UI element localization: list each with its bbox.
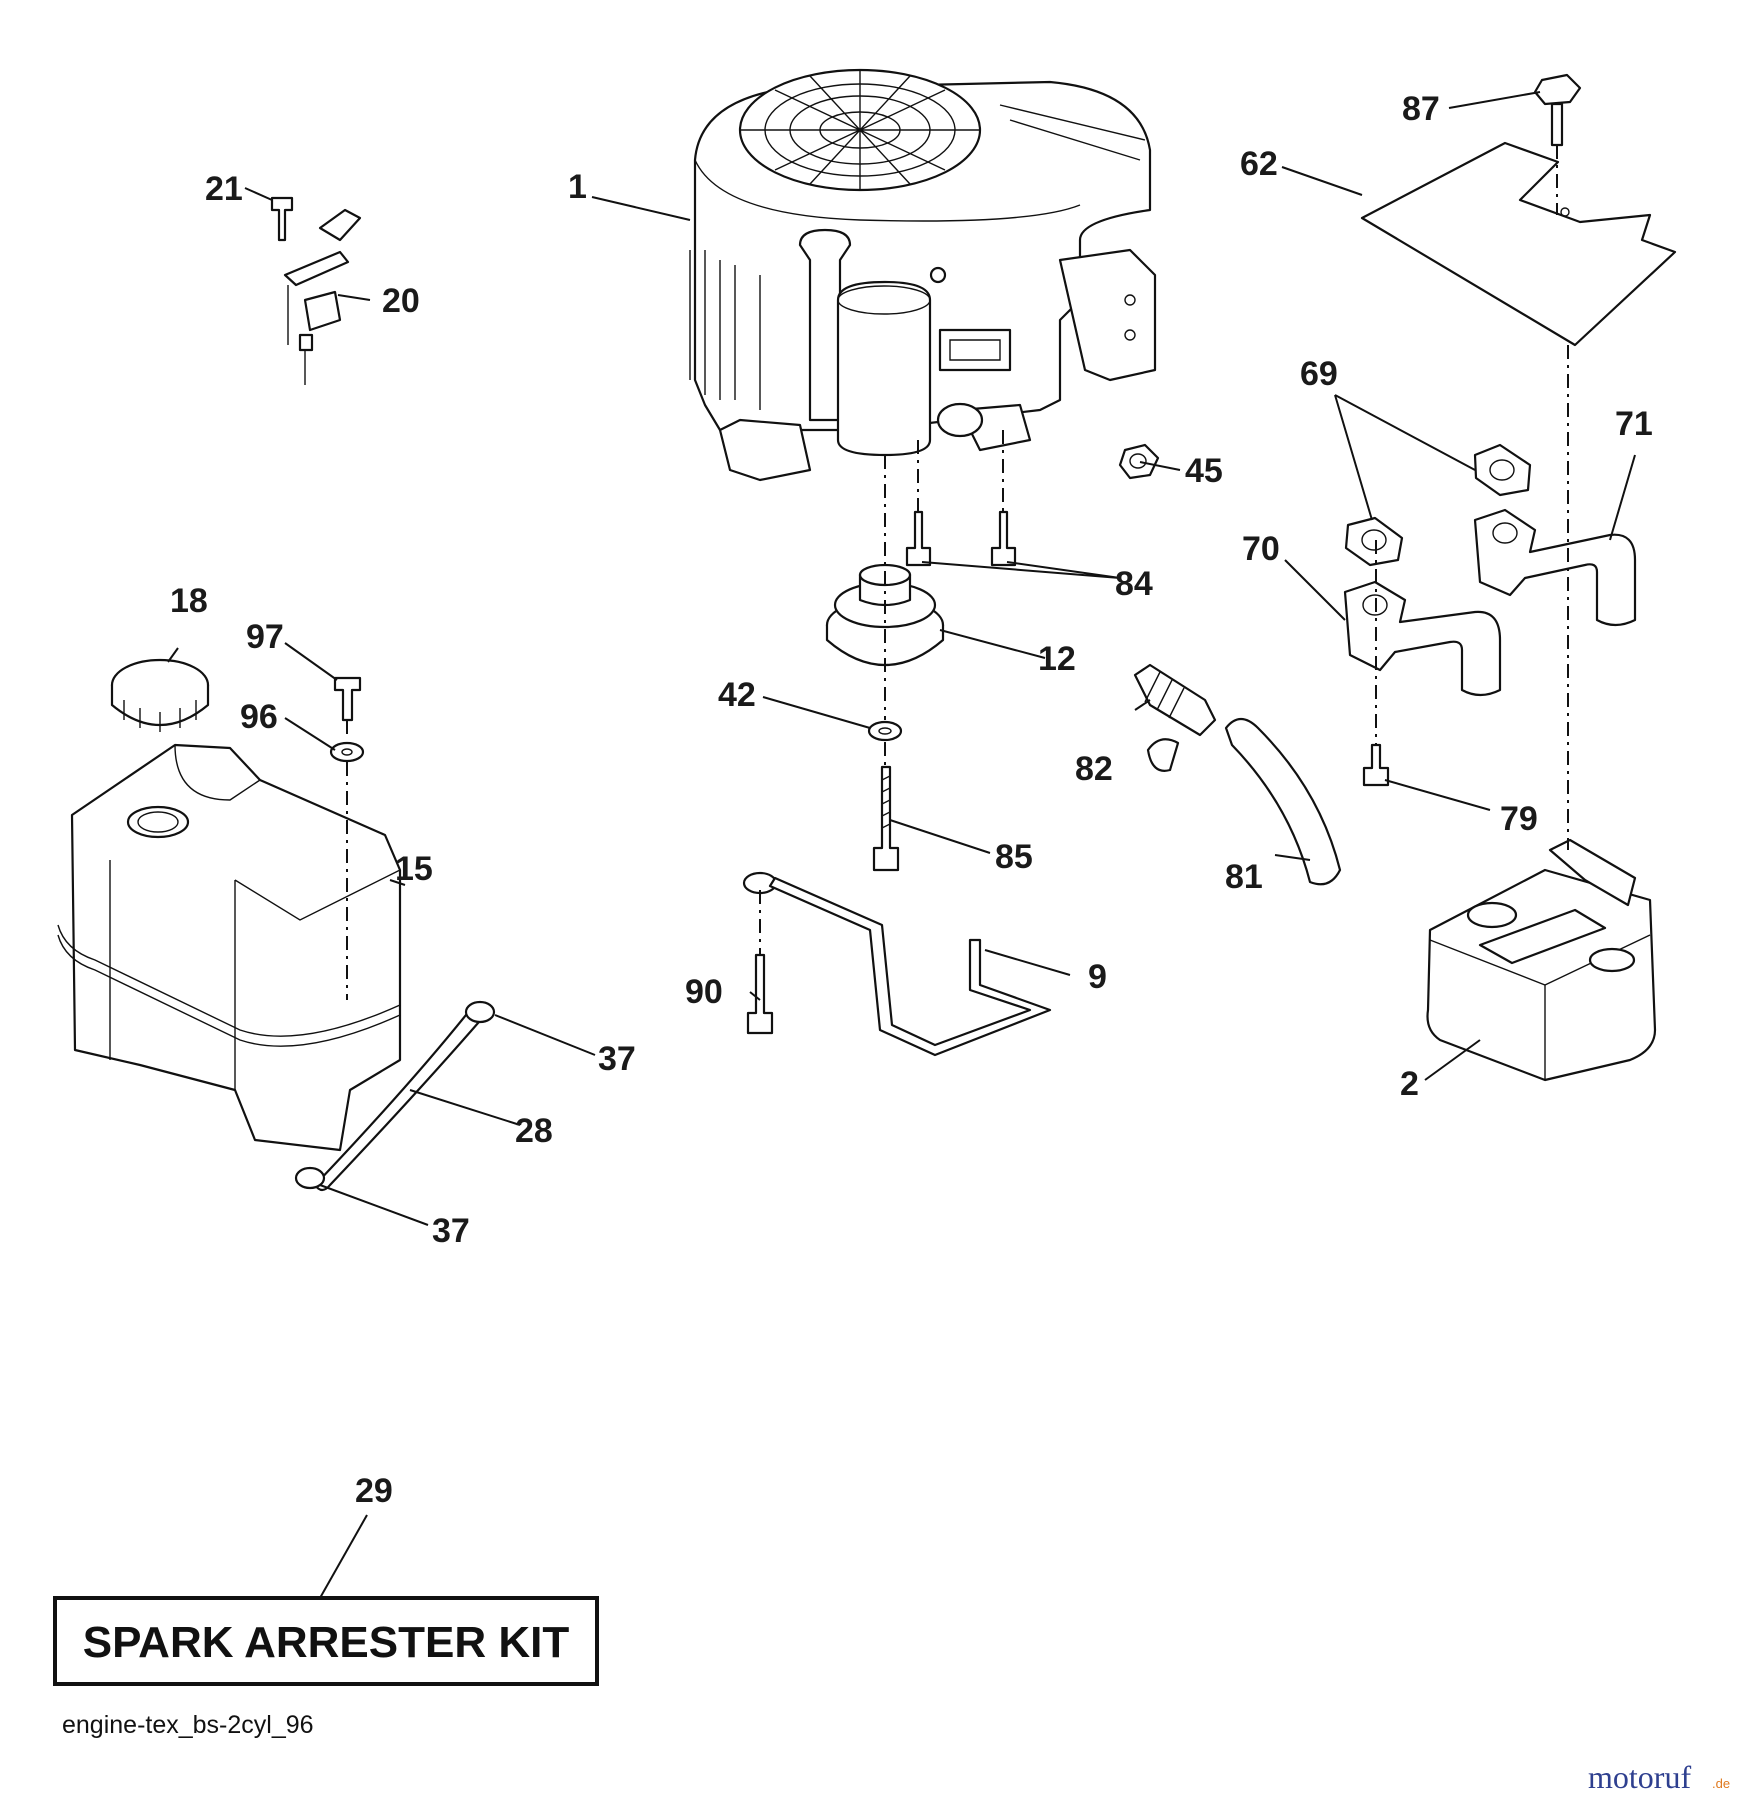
callout-28: 28 bbox=[515, 1112, 553, 1150]
callout-12: 12 bbox=[1038, 640, 1076, 678]
callout-84: 84 bbox=[1115, 565, 1153, 603]
hose-81 bbox=[1224, 717, 1342, 886]
callout-18: 18 bbox=[170, 582, 208, 620]
bolt-85 bbox=[872, 765, 900, 872]
callout-29: 29 bbox=[355, 1472, 393, 1510]
fuel-tank-15 bbox=[57, 743, 402, 1152]
bracket-9 bbox=[742, 871, 1052, 1057]
watermark-suffix: .de bbox=[1712, 1776, 1730, 1791]
washer-96 bbox=[329, 741, 365, 763]
callout-87: 87 bbox=[1402, 90, 1440, 128]
callout-37-upper: 37 bbox=[598, 1040, 636, 1078]
screw-21 bbox=[270, 196, 294, 242]
callout-70: 70 bbox=[1242, 530, 1280, 568]
nut-45 bbox=[1118, 443, 1160, 480]
fuel-cap-18 bbox=[110, 658, 210, 732]
watermark-logo: motoruf .de bbox=[1588, 1759, 1730, 1795]
bolt-79 bbox=[1362, 743, 1390, 787]
heat-shield-62 bbox=[1360, 141, 1677, 347]
callout-96: 96 bbox=[240, 698, 278, 736]
callout-79: 79 bbox=[1500, 800, 1538, 838]
gaskets-69 bbox=[1344, 443, 1532, 567]
bolt-87 bbox=[1533, 73, 1582, 147]
callout-69: 69 bbox=[1300, 355, 1338, 393]
bolt-97 bbox=[333, 676, 362, 722]
fitting-82 bbox=[1133, 663, 1217, 772]
callout-20: 20 bbox=[382, 282, 420, 320]
clamp-37-lower bbox=[294, 1166, 326, 1190]
callout-21: 21 bbox=[205, 170, 243, 208]
leader-lines bbox=[167, 91, 1636, 1599]
callout-1: 1 bbox=[568, 168, 587, 206]
callout-81: 81 bbox=[1225, 858, 1263, 896]
kit-label: SPARK ARRESTER KIT bbox=[83, 1618, 570, 1667]
callout-85: 85 bbox=[995, 838, 1033, 876]
callout-82: 82 bbox=[1075, 750, 1113, 788]
callout-37-lower: 37 bbox=[432, 1212, 470, 1250]
callout-71: 71 bbox=[1615, 405, 1653, 443]
callout-90: 90 bbox=[685, 973, 723, 1011]
bolts-84 bbox=[905, 510, 1017, 567]
watermark-text: motoruf bbox=[1588, 1759, 1691, 1795]
washer-42 bbox=[867, 720, 903, 742]
clamp-37-upper bbox=[464, 1000, 496, 1024]
callout-45: 45 bbox=[1185, 452, 1223, 490]
callout-2: 2 bbox=[1400, 1065, 1419, 1103]
center-lines bbox=[346, 145, 1569, 1000]
callout-97: 97 bbox=[246, 618, 284, 656]
callout-labels: 1 2 9 12 15 18 20 21 28 29 37 37 42 45 6… bbox=[170, 90, 1653, 1510]
drawing-code: engine-tex_bs-2cyl_96 bbox=[62, 1711, 314, 1739]
spark-arrester-kit: SPARK ARRESTER KIT bbox=[53, 1596, 599, 1686]
callout-42: 42 bbox=[718, 676, 756, 714]
muffler-2 bbox=[1426, 838, 1657, 1082]
callout-15: 15 bbox=[395, 850, 433, 888]
throttle-control-20 bbox=[283, 208, 362, 385]
exhaust-pipe-70 bbox=[1343, 580, 1502, 697]
exhaust-pipe-71 bbox=[1473, 508, 1637, 627]
callout-9: 9 bbox=[1088, 958, 1107, 996]
bolt-90 bbox=[746, 953, 774, 1035]
callout-62: 62 bbox=[1240, 145, 1278, 183]
engine-assembly bbox=[689, 68, 1157, 482]
